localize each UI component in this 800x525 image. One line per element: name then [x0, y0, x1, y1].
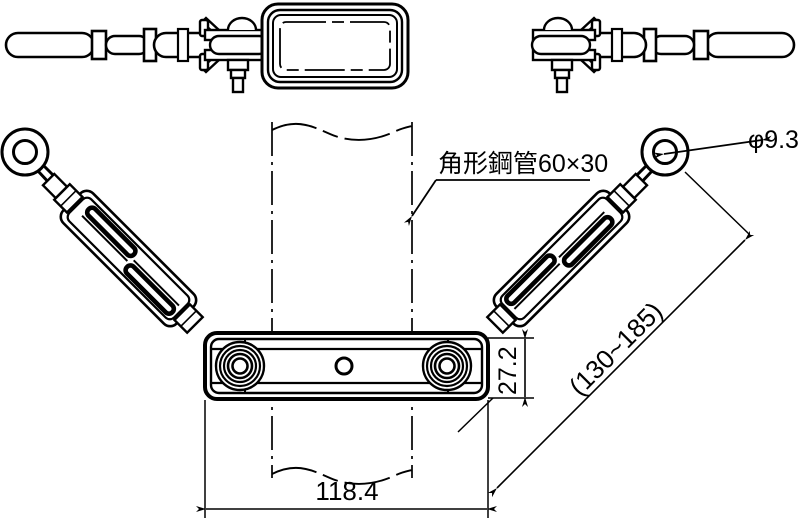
hole-diameter-callout: φ9.3: [653, 126, 799, 159]
pipe-label-callout: 角形鋼管60×30: [403, 150, 608, 226]
right-clamp-bracket: [530, 16, 602, 94]
width-dimension-label: 118.4: [315, 476, 378, 506]
left-clamp-bracket: [198, 16, 270, 94]
left-eye-ring: [0, 127, 60, 188]
base-mounting-plate: [203, 331, 490, 401]
pipe-label: 角形鋼管60×30: [438, 150, 608, 178]
hole-diameter-label: φ9.3: [748, 126, 799, 154]
height-dimension-label: 27.2: [494, 346, 522, 395]
clamp-frame: [260, 2, 410, 90]
left-turnbuckle: [0, 127, 210, 340]
center-hole: [334, 356, 354, 376]
right-bolt-head: [421, 340, 473, 392]
plan-view-clamp-assembly: [4, 2, 796, 94]
square-steel-pipe: [271, 122, 413, 485]
left-bolt-head: [214, 340, 266, 392]
right-rod: [574, 27, 796, 63]
